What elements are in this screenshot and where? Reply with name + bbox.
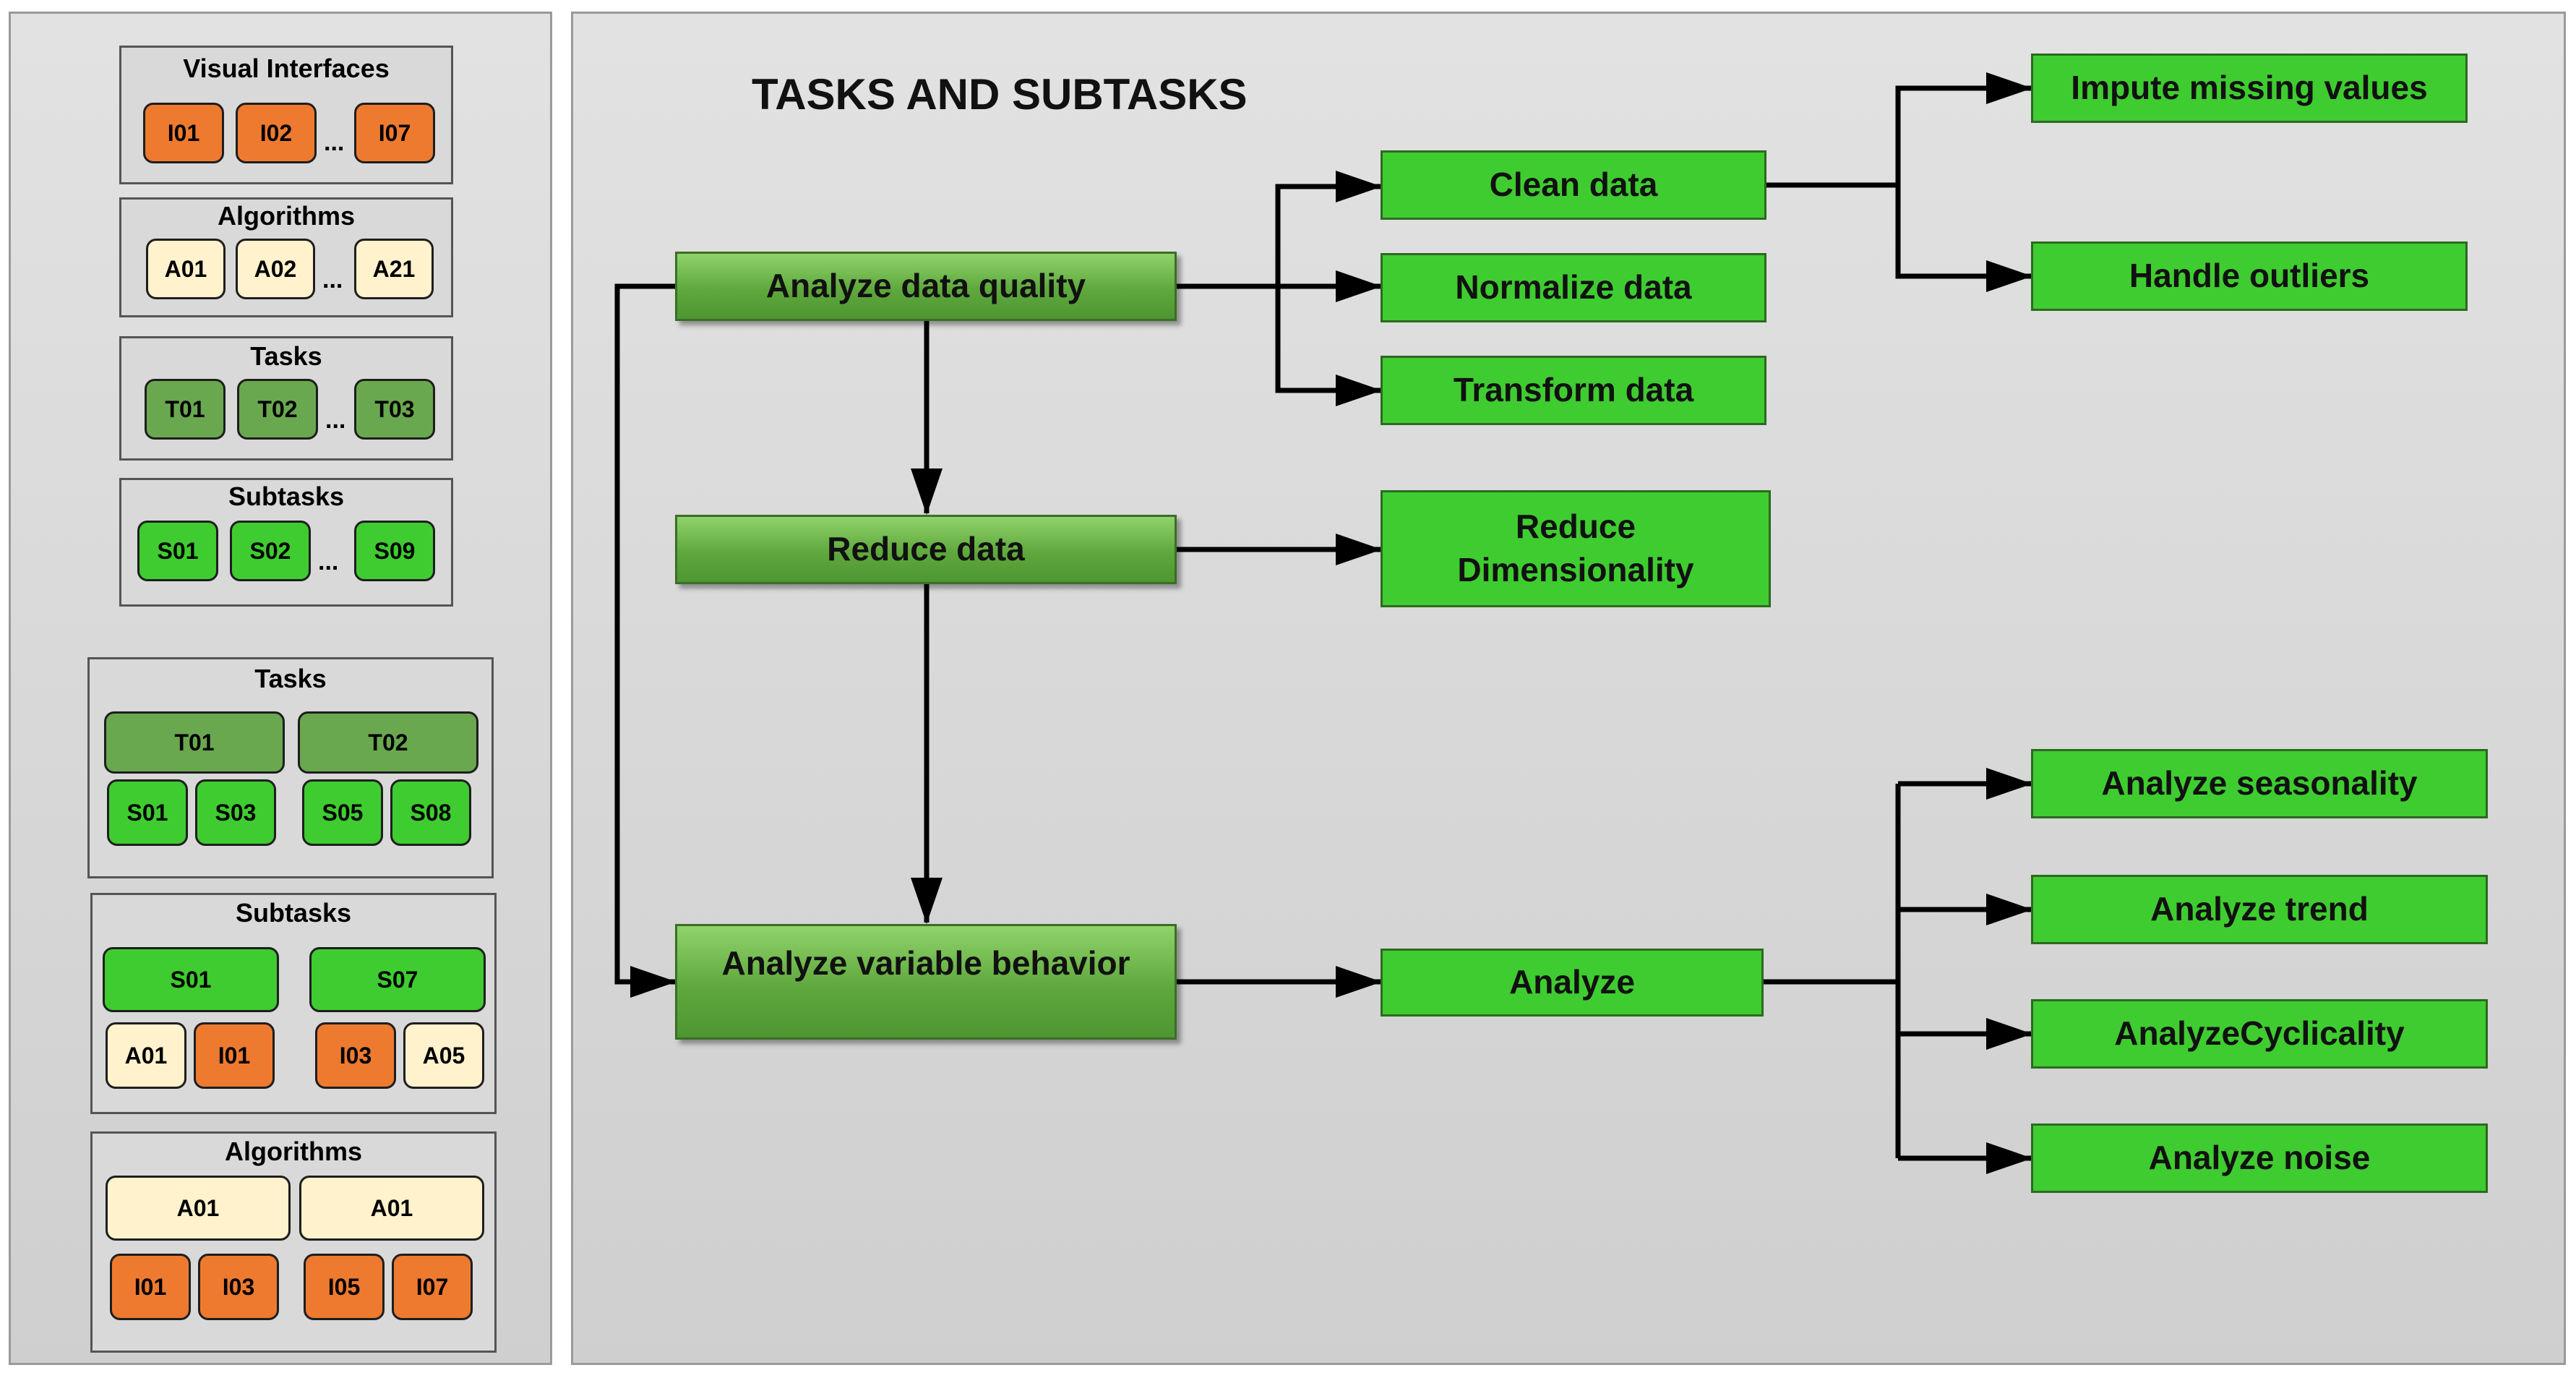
chip-task: T03	[354, 379, 435, 440]
subtask-analyze-trend: Analyze trend	[2031, 875, 2488, 944]
example-visual-interface-chip: I07	[392, 1254, 473, 1320]
chip-algorithm: A21	[354, 239, 434, 299]
example-subtask-chip: S08	[390, 779, 471, 846]
connector-branch-transform	[1275, 286, 1382, 406]
legend-algorithms: Algorithms A01 A02 ... A21	[119, 197, 453, 317]
connector-branch-clean	[1275, 171, 1382, 286]
task-analyze-data-quality: Analyze data quality	[675, 252, 1177, 321]
ellipsis: ...	[318, 548, 339, 575]
subtask-handle-outliers: Handle outliers	[2031, 241, 2468, 311]
ellipsis: ...	[322, 266, 343, 294]
chip-visual-interface: I07	[354, 103, 435, 163]
legend-title: Visual Interfaces	[183, 54, 390, 83]
subtask-impute-missing-values: Impute missing values	[2031, 54, 2468, 123]
example-subtask-chip: S01	[107, 779, 188, 846]
subtask-analyze-cyclicality: AnalyzeCyclicality	[2031, 999, 2488, 1069]
legend-tasks: Tasks T01 T02 ... T03	[119, 336, 453, 461]
subtask-analyze-noise: Analyze noise	[2031, 1124, 2488, 1193]
example-algorithms: Algorithms A01 I01 I03 A01 I05 I07	[90, 1131, 497, 1353]
example-visual-interface-chip: I01	[110, 1254, 191, 1320]
task-analyze-variable-behavior: Analyze variable behavior	[675, 924, 1177, 1040]
example-algorithm-chip: A05	[403, 1022, 484, 1089]
ellipsis: ...	[324, 129, 345, 156]
example-task-t01: T01	[104, 711, 285, 774]
example-algorithm-a01: A01	[106, 1176, 291, 1241]
legend-visual-interfaces: Visual Interfaces I01 I02 ... I07	[119, 46, 453, 184]
example-algorithm-a01: A01	[299, 1176, 484, 1241]
chip-algorithm: A01	[146, 239, 226, 299]
example-visual-interface-chip: I03	[315, 1022, 396, 1089]
chip-subtask: S02	[230, 521, 311, 581]
example-title: Subtasks	[235, 898, 352, 928]
subtask-clean-data: Clean data	[1381, 150, 1766, 220]
example-tasks: Tasks T01 S01 S03 T02 S05 S08	[87, 657, 494, 878]
chip-subtask: S09	[354, 521, 435, 581]
chip-subtask: S01	[137, 521, 218, 581]
legend-panel: Visual Interfaces I01 I02 ... I07 Algori…	[9, 12, 552, 1365]
example-visual-interface-chip: I03	[198, 1254, 279, 1320]
legend-title: Tasks	[250, 341, 322, 371]
example-subtasks: Subtasks S01 A01 I01 S07 I03 A05	[90, 893, 497, 1114]
example-title: Tasks	[254, 664, 327, 693]
example-algorithm-chip: A01	[106, 1022, 186, 1089]
example-visual-interface-chip: I05	[304, 1254, 385, 1320]
task-reduce-data: Reduce data	[675, 515, 1177, 584]
chip-visual-interface: I02	[236, 103, 317, 163]
example-subtask-chip: S05	[302, 779, 383, 846]
legend-subtasks: Subtasks S01 S02 ... S09	[119, 478, 453, 607]
connector-clean-outliers	[1895, 185, 2032, 292]
chip-task: T01	[145, 379, 226, 440]
subtask-analyze: Analyze	[1381, 949, 1764, 1017]
legend-title: Algorithms	[217, 201, 355, 231]
example-subtask-s07: S07	[309, 947, 486, 1012]
example-task-t02: T02	[298, 711, 478, 774]
example-visual-interface-chip: I01	[194, 1022, 275, 1089]
example-subtask-s01: S01	[103, 947, 279, 1012]
chip-algorithm: A02	[236, 239, 315, 299]
subtask-transform-data: Transform data	[1381, 356, 1766, 425]
connector-quality-behavior	[614, 283, 677, 998]
example-title: Algorithms	[224, 1137, 362, 1166]
connector-clean-impute	[1895, 72, 2032, 185]
chip-visual-interface: I01	[143, 103, 224, 163]
diagram-title: TASKS AND SUBTASKS	[752, 70, 1248, 119]
example-subtask-chip: S03	[195, 779, 276, 846]
legend-title: Subtasks	[228, 482, 345, 511]
subtask-normalize-data: Normalize data	[1381, 253, 1766, 322]
subtask-analyze-seasonality: Analyze seasonality	[2031, 749, 2488, 818]
chip-task: T02	[237, 379, 318, 440]
subtask-reduce-dimensionality: Reduce Dimensionality	[1381, 490, 1771, 607]
ellipsis: ...	[325, 406, 346, 434]
